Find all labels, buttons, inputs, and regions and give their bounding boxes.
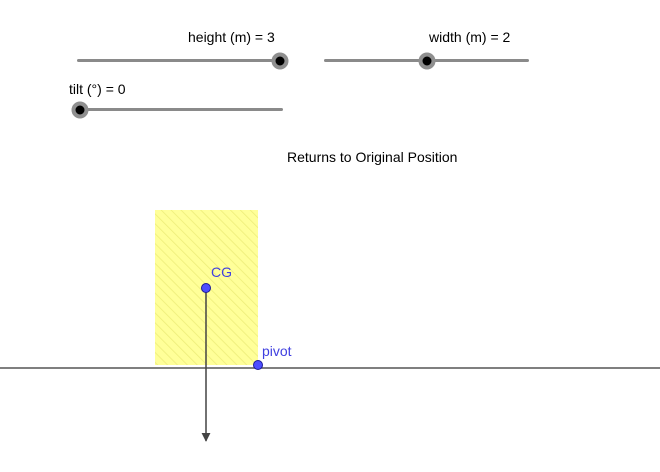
tilt-slider-track[interactable] [79, 108, 283, 111]
pivot-point[interactable] [253, 360, 263, 370]
tilt-slider-knob[interactable] [71, 101, 89, 119]
width-slider-knob[interactable] [418, 52, 436, 70]
tilt-slider-label: tilt (°) = 0 [69, 81, 126, 97]
cg-point[interactable] [201, 283, 211, 293]
width-slider-label: width (m) = 2 [429, 29, 511, 45]
height-slider-track[interactable] [77, 59, 281, 62]
cg-label: CG [211, 264, 232, 280]
pivot-label: pivot [262, 343, 292, 359]
status-text: Returns to Original Position [287, 149, 458, 165]
height-slider-knob[interactable] [271, 52, 289, 70]
height-slider-label: height (m) = 3 [188, 29, 275, 45]
